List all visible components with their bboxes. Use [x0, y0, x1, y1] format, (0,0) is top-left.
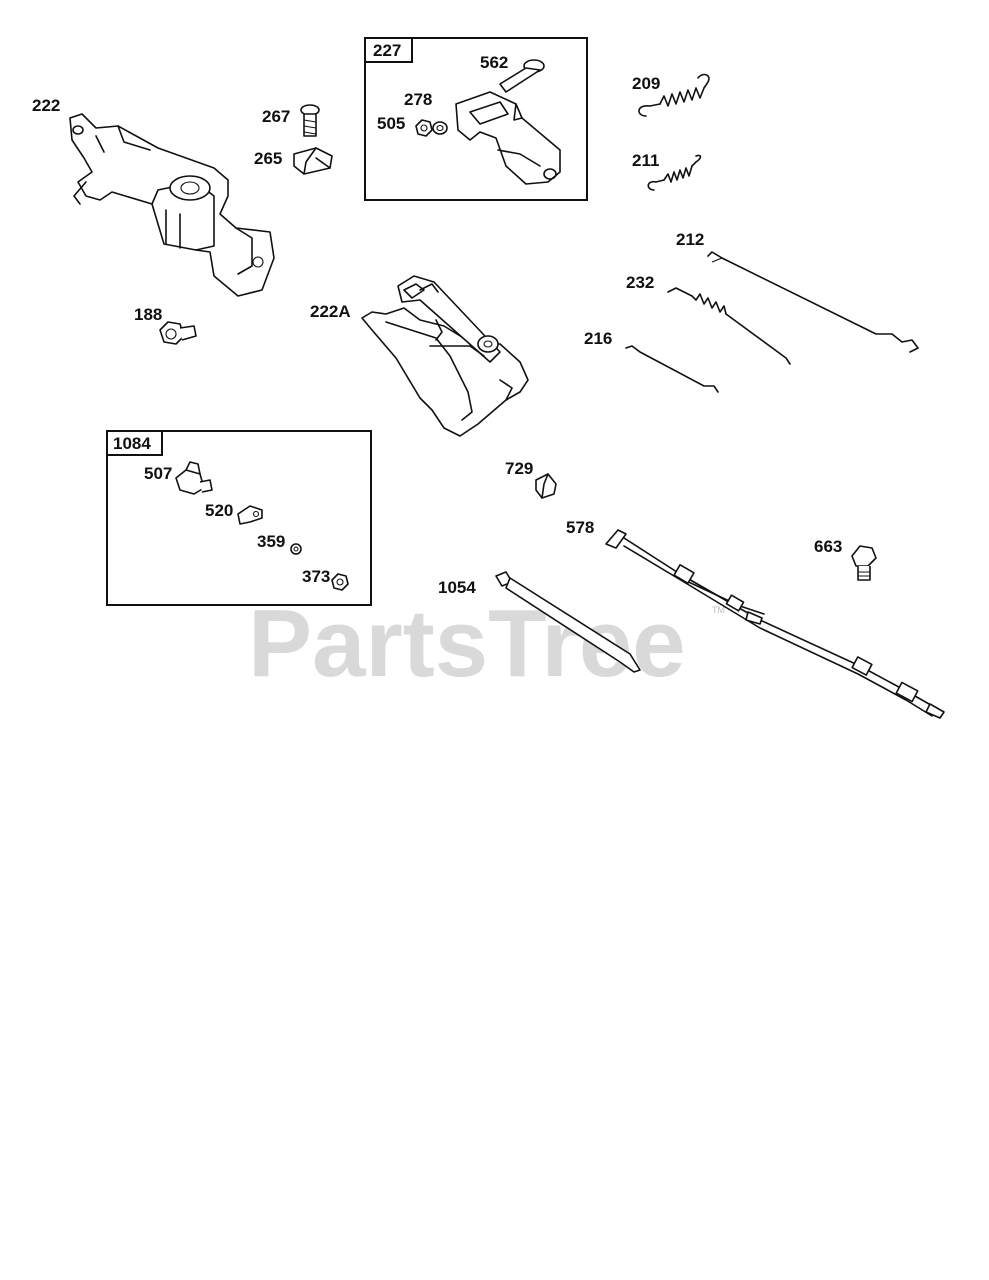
watermark-text: PartsTree [248, 590, 686, 697]
label-222[interactable]: 222 [32, 96, 60, 115]
label-188[interactable]: 188 [134, 305, 162, 324]
label-729[interactable]: 729 [505, 459, 533, 478]
label-265[interactable]: 265 [254, 149, 282, 168]
part-359-washer[interactable] [290, 543, 302, 555]
part-520-bracket[interactable] [237, 505, 263, 525]
part-209-spring[interactable] [638, 73, 710, 117]
part-232-spring-rod[interactable] [667, 287, 791, 365]
label-359[interactable]: 359 [257, 532, 285, 551]
part-227-lever-bracket[interactable] [455, 91, 561, 185]
part-505-nut[interactable] [415, 119, 433, 137]
part-211-spring[interactable] [647, 154, 702, 191]
group-box-1084 [106, 430, 372, 606]
label-663[interactable]: 663 [814, 537, 842, 556]
label-209[interactable]: 209 [632, 74, 660, 93]
label-562[interactable]: 562 [480, 53, 508, 72]
label-373[interactable]: 373 [302, 567, 330, 586]
part-663-bolt[interactable] [851, 545, 877, 581]
label-211[interactable]: 211 [632, 151, 659, 170]
part-212-link-rod[interactable] [707, 251, 919, 353]
part-729-clip[interactable] [535, 473, 557, 499]
group-box-1084-tab [106, 430, 163, 456]
label-222a[interactable]: 222A [310, 302, 351, 321]
group-box-227-tab [364, 37, 413, 63]
label-267[interactable]: 267 [262, 107, 290, 126]
label-520[interactable]: 520 [205, 501, 233, 520]
label-216[interactable]: 216 [584, 329, 612, 348]
watermark-trademark: TM [712, 605, 725, 615]
part-507-solenoid[interactable] [175, 461, 213, 495]
label-212[interactable]: 212 [676, 230, 704, 249]
part-373-nut[interactable] [331, 573, 349, 591]
part-578-wire-harness[interactable] [605, 529, 945, 719]
label-232[interactable]: 232 [626, 273, 654, 292]
label-578[interactable]: 578 [566, 518, 594, 537]
part-1054-cable-tie[interactable] [495, 571, 641, 673]
group-box-227 [364, 37, 588, 201]
part-278-washer[interactable] [432, 121, 448, 135]
label-505[interactable]: 505 [377, 114, 405, 133]
part-222-control-bracket[interactable] [69, 113, 275, 297]
label-1054[interactable]: 1054 [438, 578, 476, 597]
part-188-bolt[interactable] [159, 321, 197, 345]
label-278[interactable]: 278 [404, 90, 432, 109]
part-265-clip[interactable] [293, 147, 333, 175]
label-227[interactable]: 227 [373, 41, 401, 60]
label-507[interactable]: 507 [144, 464, 172, 483]
part-222a-control-plate[interactable] [361, 275, 529, 437]
label-1084[interactable]: 1084 [113, 434, 151, 453]
part-216-link-rod[interactable] [625, 345, 719, 393]
part-562-pin[interactable] [499, 59, 545, 93]
part-267-screw[interactable] [300, 104, 320, 137]
